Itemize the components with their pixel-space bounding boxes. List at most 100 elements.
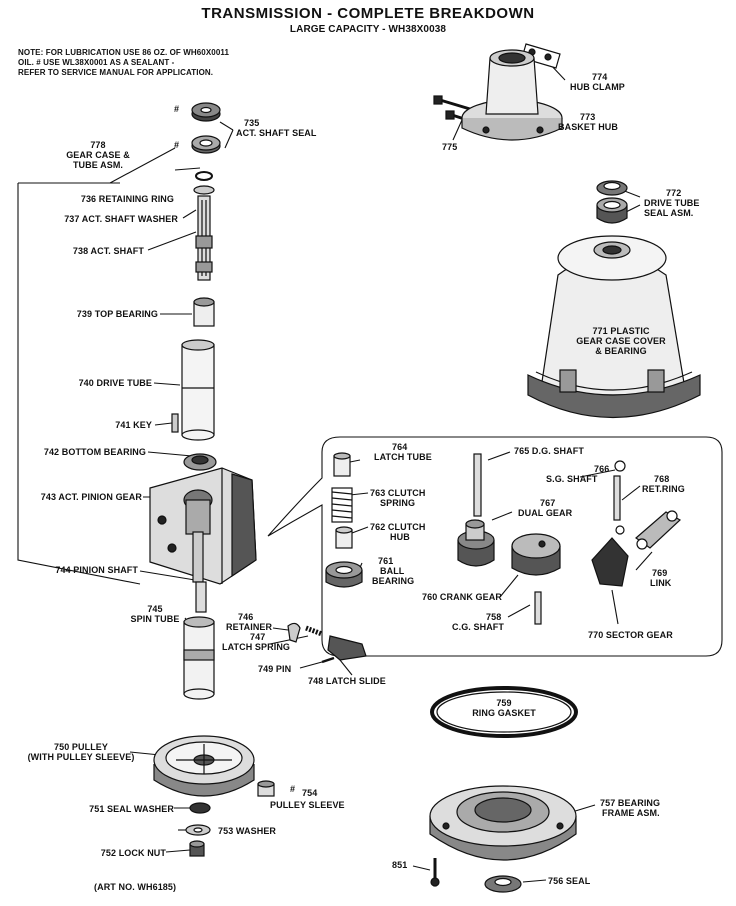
ball-bearing-761 (325, 561, 363, 588)
sg-shaft-766 (613, 475, 621, 521)
label-758: 758 (486, 612, 502, 622)
note-line-3: REFER TO SERVICE MANUAL FOR APPLICATION. (18, 68, 214, 77)
label-774: 774 (592, 72, 608, 82)
note-line-2: OIL. # USE WL38X0001 AS A SEALANT - (18, 58, 175, 67)
label-775: 775 (442, 142, 458, 152)
sector-gear-770 (591, 537, 629, 587)
drive-tube-740 (181, 339, 215, 441)
label-756: 756 SEAL (548, 876, 591, 886)
label-750-name: (WITH PULLEY SLEEVE) (27, 752, 135, 762)
label-746-name: RETAINER (226, 622, 273, 632)
diagram-subtitle: LARGE CAPACITY - WH38X0038 (289, 24, 447, 35)
label-754: 754 (302, 788, 318, 798)
label-772-name-1: DRIVE TUBE (644, 198, 700, 208)
label-761: 761 (378, 556, 394, 566)
label-746: 746 (238, 612, 254, 622)
label-778-name-1: GEAR CASE & (66, 150, 130, 160)
label-744: 744 PINION SHAFT (55, 565, 138, 575)
seal-washer-751 (189, 802, 211, 814)
label-754-hash: # (290, 784, 296, 794)
label-763: 763 CLUTCH (370, 488, 426, 498)
label-769-name: LINK (650, 578, 672, 588)
label-739: 739 TOP BEARING (76, 309, 158, 319)
act-shaft-seal-735 (191, 102, 221, 154)
label-774-name: HUB CLAMP (570, 82, 625, 92)
label-742: 742 BOTTOM BEARING (43, 447, 146, 457)
label-760: 760 CRANK GEAR (422, 592, 502, 602)
label-766: 766 (594, 464, 610, 474)
ring-gasket-759 (430, 686, 578, 738)
top-bearing-739 (193, 297, 215, 327)
retainer-746 (287, 622, 301, 643)
label-750: 750 PULLEY (53, 742, 109, 752)
latch-slide-748 (327, 635, 367, 661)
label-738: 738 ACT. SHAFT (72, 246, 144, 256)
label-773-name: BASKET HUB (558, 122, 619, 132)
label-772: 772 (666, 188, 682, 198)
clutch-spring-763 (331, 487, 353, 523)
drive-tube-seal-772 (596, 180, 628, 224)
label-747-name: LATCH SPRING (222, 642, 291, 652)
label-hash-2: # (174, 140, 180, 150)
screw-851 (430, 858, 440, 887)
label-758-name: C.G. SHAFT (452, 622, 504, 632)
label-764-name: LATCH TUBE (374, 452, 432, 462)
label-767-name: DUAL GEAR (518, 508, 573, 518)
label-770: 770 SECTOR GEAR (588, 630, 673, 640)
label-763-name: SPRING (380, 498, 416, 508)
seal-756 (484, 875, 522, 893)
key-741 (171, 413, 179, 433)
pulley-sleeve-754 (257, 780, 275, 797)
label-751: 751 SEAL WASHER (89, 804, 174, 814)
label-778: 778 (90, 140, 106, 150)
label-757-name: FRAME ASM. (602, 808, 660, 818)
label-745: 745 (147, 604, 163, 614)
gear-case-cover-771 (527, 235, 701, 419)
label-759: 759 (496, 698, 512, 708)
washer-753 (185, 824, 211, 836)
label-762-name: HUB (390, 532, 410, 542)
label-747: 747 (250, 632, 266, 642)
label-764: 764 (392, 442, 408, 452)
latch-spring-747 (305, 625, 323, 637)
crank-gear-760 (511, 533, 561, 576)
label-773: 773 (580, 112, 596, 122)
link-769 (635, 510, 682, 550)
spin-tube-745 (183, 581, 215, 700)
label-741: 741 KEY (115, 420, 152, 430)
bearing-frame-757 (429, 785, 577, 861)
diagram-title: TRANSMISSION - COMPLETE BREAKDOWN (201, 5, 535, 22)
label-759-name: RING GASKET (472, 708, 536, 718)
ret-ring-768 (614, 460, 626, 472)
latch-tube-764 (333, 452, 351, 477)
lock-nut-752 (189, 840, 205, 857)
label-768: 768 (654, 474, 670, 484)
label-761-name-2: BEARING (372, 576, 415, 586)
label-771-line-1: 771 PLASTIC (592, 326, 650, 336)
label-766-name: S.G. SHAFT (546, 474, 598, 484)
dual-gear-767 (457, 519, 495, 567)
label-745-name: SPIN TUBE (130, 614, 180, 624)
art-number: (ART NO. WH6185) (94, 882, 177, 892)
label-748: 748 LATCH SLIDE (308, 676, 386, 686)
label-771-line-2: GEAR CASE COVER (576, 336, 666, 346)
label-752: 752 LOCK NUT (100, 848, 166, 858)
label-761-name-1: BALL (380, 566, 405, 576)
label-740: 740 DRIVE TUBE (78, 378, 152, 388)
cg-shaft-758 (534, 591, 542, 625)
label-735: 735 (244, 118, 260, 128)
label-743: 743 ACT. PINION GEAR (40, 492, 142, 502)
label-737: 737 ACT. SHAFT WASHER (64, 214, 178, 224)
label-762: 762 CLUTCH (370, 522, 426, 532)
gear-case-housing-778 (149, 453, 257, 585)
label-778-name-2: TUBE ASM. (72, 160, 124, 170)
basket-hub-773 (461, 49, 563, 141)
act-shaft-washer-737 (193, 185, 215, 195)
label-772-name-2: SEAL ASM. (644, 208, 694, 218)
label-754-name: PULLEY SLEEVE (270, 800, 345, 810)
label-771-line-3: & BEARING (595, 346, 647, 356)
label-735-name: ACT. SHAFT SEAL (236, 128, 317, 138)
label-736: 736 RETAINING RING (80, 194, 174, 204)
dg-shaft-765 (473, 453, 482, 517)
